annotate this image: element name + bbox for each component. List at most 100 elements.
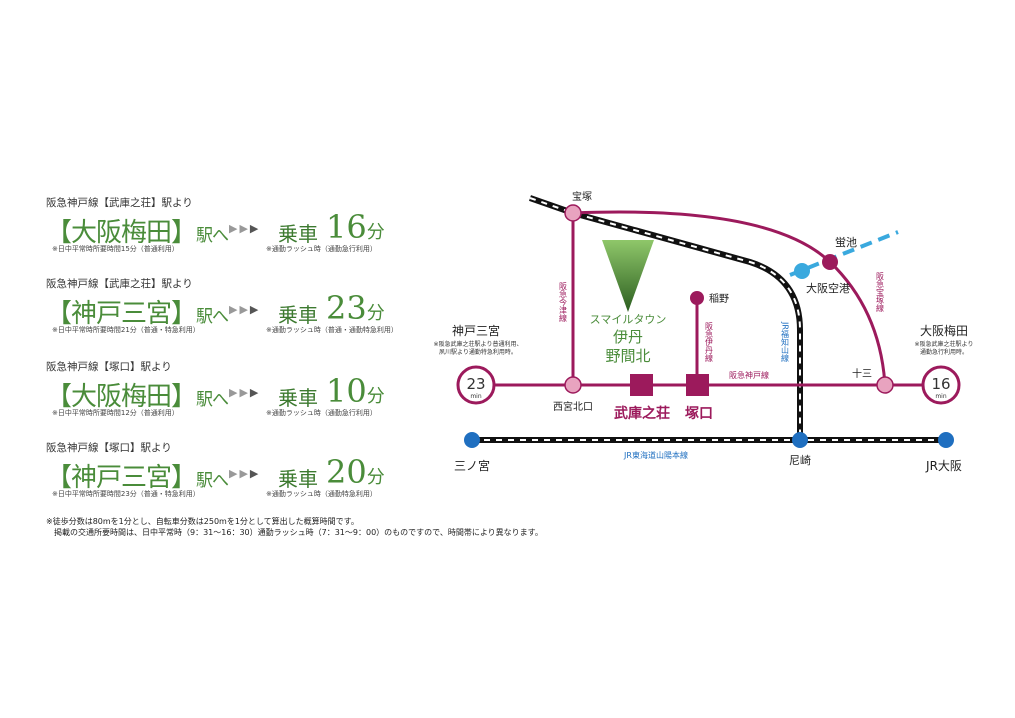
label-osaka-airport: 大阪空港 xyxy=(806,281,850,295)
arrow-light: ▶▶ xyxy=(229,222,250,235)
ride-minutes: 20分 xyxy=(326,453,385,491)
umeda-note-line2: 通勤急行利用時。 xyxy=(920,348,968,356)
route-umeda-from-mukonoso: 阪急神戸線【武庫之荘】駅より 【大阪梅田】駅へ ▶▶▶ 乗車 16分 ※日中平常… xyxy=(46,196,426,253)
line-label-takarazuka: 阪急宝塚線 xyxy=(876,272,885,312)
arrow-icon: ▶▶▶ xyxy=(229,386,260,399)
property-name-line2: 伊丹 xyxy=(613,328,643,346)
badge-unit: min xyxy=(470,393,482,400)
route-origin: 阪急神戸線【塚口】駅より xyxy=(46,442,172,454)
route-umeda-from-tsukaguchi: 阪急神戸線【塚口】駅より 【大阪梅田】駅へ ▶▶▶ 乗車 10分 ※日中平常時所… xyxy=(46,360,426,417)
arrow-dark: ▶ xyxy=(249,467,261,480)
arrow-light: ▶▶ xyxy=(229,467,250,480)
route-origin: 阪急神戸線【塚口】駅より xyxy=(46,361,172,373)
ride-label: 乗車 xyxy=(278,386,318,410)
minutes-value: 23 xyxy=(326,289,367,327)
station-nishinomiya-kitaguchi xyxy=(564,376,582,394)
property-marker-icon xyxy=(602,240,654,312)
label-inano: 稲野 xyxy=(709,293,729,305)
line-label-tokaido: JR東海道山陽本線 xyxy=(623,450,688,460)
route-note-daytime: ※日中平常時所要時間23分（普通・特急利用） xyxy=(52,490,200,498)
label-hotarugaike: 蛍池 xyxy=(835,235,857,249)
footnote-timing: 掲載の交通所要時間は、日中平常時（9：31〜16：30）通勤ラッシュ時（7：31… xyxy=(46,528,543,537)
label-takarazuka: 宝塚 xyxy=(572,190,592,203)
minutes-value: 20 xyxy=(326,453,367,491)
route-destination: 【神戸三宮】駅へ xyxy=(46,293,229,330)
destination-suffix: 駅へ xyxy=(196,390,229,410)
route-destination: 【大阪梅田】駅へ xyxy=(46,376,229,413)
minutes-unit: 分 xyxy=(366,467,385,488)
station-jr-osaka xyxy=(938,432,954,448)
line-label-fukuchiyama: JR福知山線 xyxy=(781,321,790,362)
badge-minutes: 23 xyxy=(466,375,485,393)
minutes-value: 16 xyxy=(326,208,367,246)
station-hotarugaike xyxy=(822,254,838,270)
jr-fukuchiyama-line xyxy=(529,195,803,440)
ride-minutes: 10分 xyxy=(326,372,385,410)
arrow-light: ▶▶ xyxy=(229,386,250,399)
line-label-imazu: 阪急今津線 xyxy=(559,282,568,322)
route-note-daytime: ※日中平常時所要時間15分（普通利用） xyxy=(52,245,179,253)
destination-name: 【神戸三宮】 xyxy=(46,299,197,329)
destination-suffix: 駅へ xyxy=(196,307,229,327)
station-inano xyxy=(690,291,704,305)
property-name-line1: スマイルタウン xyxy=(590,313,667,326)
route-note-daytime: ※日中平常時所要時間21分（普通・特急利用） xyxy=(52,326,200,334)
line-label-kobe: 阪急神戸線 xyxy=(729,370,769,380)
label-sannomiya: 三ノ宮 xyxy=(454,458,490,473)
label-osaka-umeda: 大阪梅田 xyxy=(920,323,968,338)
destination-suffix: 駅へ xyxy=(196,226,229,246)
station-osaka-airport xyxy=(794,263,810,279)
kobe-note-line2: 夙川駅より通勤特急利用時。 xyxy=(439,348,517,356)
minutes-unit: 分 xyxy=(366,386,385,407)
route-destination: 【大阪梅田】駅へ xyxy=(46,212,229,249)
route-origin: 阪急神戸線【武庫之荘】駅より xyxy=(46,197,193,209)
station-labels: 宝塚 蛍池 大阪空港 稲野 神戸三宮 大阪梅田 西宮北口 十三 武庫之荘 塚口 … xyxy=(452,190,968,473)
badge-minutes: 16 xyxy=(931,375,950,393)
destination-name: 【大阪梅田】 xyxy=(46,218,197,248)
route-sannomiya-from-mukonoso: 阪急神戸線【武庫之荘】駅より 【神戸三宮】駅へ ▶▶▶ 乗車 23分 ※日中平常… xyxy=(46,277,426,334)
route-note-daytime: ※日中平常時所要時間12分（普通利用） xyxy=(52,409,179,417)
arrow-dark: ▶ xyxy=(249,386,261,399)
arrow-dark: ▶ xyxy=(249,303,261,316)
label-kobe-sannomiya: 神戸三宮 xyxy=(452,323,500,338)
station-amagasaki xyxy=(792,432,808,448)
ride-minutes: 23分 xyxy=(326,289,385,327)
ride-label: 乗車 xyxy=(278,467,318,491)
station-sannomiya xyxy=(464,432,480,448)
arrow-icon: ▶▶▶ xyxy=(229,467,260,480)
label-amagasaki: 尼崎 xyxy=(789,453,811,467)
ride-minutes: 16分 xyxy=(326,208,385,246)
station-mukonoso xyxy=(630,374,653,396)
arrow-icon: ▶▶▶ xyxy=(229,303,260,316)
arrow-dark: ▶ xyxy=(249,222,261,235)
route-note-rush: ※通勤ラッシュ時（通勤急行利用） xyxy=(266,409,377,417)
station-takarazuka xyxy=(564,204,582,222)
route-sannomiya-from-tsukaguchi: 阪急神戸線【塚口】駅より 【神戸三宮】駅へ ▶▶▶ 乗車 20分 ※日中平常時所… xyxy=(46,441,426,498)
minutes-unit: 分 xyxy=(366,303,385,324)
umeda-note-line1: ※阪急武庫之荘駅より xyxy=(915,340,974,348)
station-nodes xyxy=(464,204,954,448)
badge-osaka-umeda: 16 min xyxy=(921,365,961,405)
route-origin: 阪急神戸線【武庫之荘】駅より xyxy=(46,278,193,290)
destination-name: 【神戸三宮】 xyxy=(46,463,197,493)
destination-suffix: 駅へ xyxy=(196,471,229,491)
label-tsukaguchi: 塚口 xyxy=(685,406,713,422)
label-jr-osaka: JR大阪 xyxy=(925,459,962,473)
badge-unit: min xyxy=(935,393,947,400)
kobe-note-line1: ※阪急武庫之荘駅より普通利用、 xyxy=(434,340,523,348)
ride-label: 乗車 xyxy=(278,303,318,327)
route-note-rush: ※通勤ラッシュ時（通勤特急利用） xyxy=(266,490,377,498)
minutes-unit: 分 xyxy=(366,222,385,243)
station-tsukaguchi xyxy=(686,374,709,396)
arrow-light: ▶▶ xyxy=(229,303,250,316)
route-destination: 【神戸三宮】駅へ xyxy=(46,457,229,494)
label-juso: 十三 xyxy=(852,367,872,380)
minutes-value: 10 xyxy=(326,372,367,410)
line-label-itami: 阪急伊丹線 xyxy=(705,322,714,362)
label-mukonoso: 武庫之荘 xyxy=(614,405,670,422)
arrow-icon: ▶▶▶ xyxy=(229,222,260,235)
footnote-walking: ※徒歩分数は80mを1分とし、自転車分数は250mを1分として算出した概算時間で… xyxy=(46,517,359,526)
hankyu-takarazuka-line xyxy=(572,210,887,386)
badge-kobe-sannomiya: 23 min xyxy=(456,365,496,405)
